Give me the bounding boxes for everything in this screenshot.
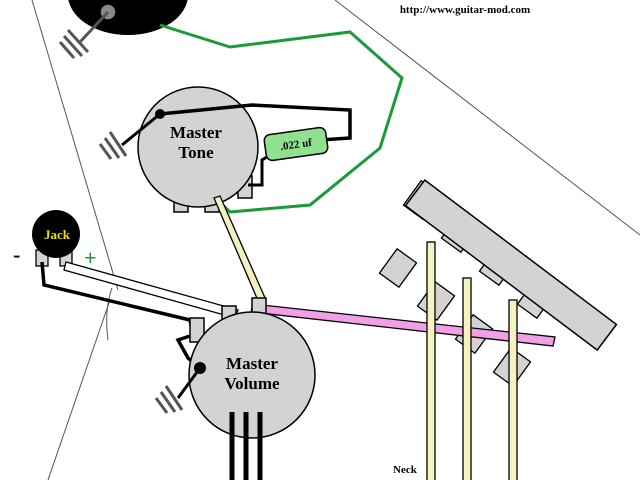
ground-symbol-icon (58, 28, 90, 59)
pickup-wires (426, 241, 518, 480)
capacitor-value: .022 uf (280, 137, 313, 153)
volume-ground-wire (176, 367, 202, 399)
tone-pot-label-line2: Tone (178, 143, 214, 162)
pickup-selector-switch (378, 178, 618, 388)
ground-symbol-icon (154, 385, 184, 414)
jack-minus-sign: - (13, 242, 20, 267)
ground-wire-green (159, 23, 404, 214)
capacitor: .022 uf (263, 126, 329, 162)
volume-pot-label-line1: Master (226, 354, 278, 373)
volume-output-wires (229, 412, 263, 480)
cap-to-lug-wire (248, 153, 271, 187)
ground-symbol-icon (98, 131, 128, 160)
bridge-pickup-wire (508, 299, 518, 480)
website-url: http://www.guitar-mod.com (400, 4, 530, 16)
top-switch-body (68, 0, 188, 35)
tone-ground-wire (121, 112, 161, 147)
neck-pickup-wire (426, 241, 436, 480)
pickguard-outline (31, 0, 640, 480)
volume-pot-label-line2: Volume (224, 374, 280, 393)
jack-label: Jack (44, 227, 71, 242)
top-ground-wire (78, 10, 110, 44)
jack-plus-sign: + (84, 245, 97, 270)
tone-cap-wire (159, 103, 352, 142)
neck-label: Neck (393, 464, 418, 476)
tone-pot-label-line1: Master (170, 123, 222, 142)
master-tone-pot: Master Tone (137, 86, 259, 213)
master-volume-pot: Master Volume (188, 297, 316, 439)
middle-pickup-wire (462, 277, 472, 480)
output-jack: Jack (32, 210, 80, 267)
